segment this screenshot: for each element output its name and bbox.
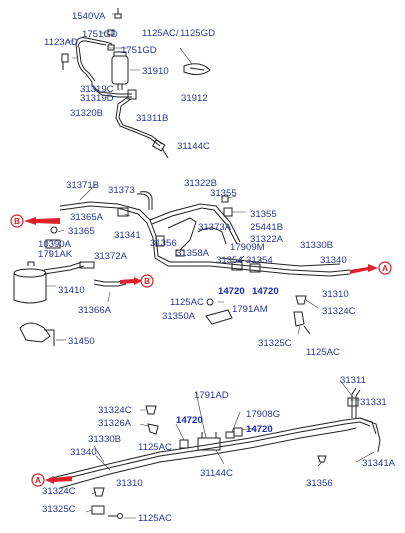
label-1125AC-bot2: 1125AC bbox=[138, 513, 172, 524]
middle-fuel-lines bbox=[13, 183, 246, 346]
label-31373: 31373 bbox=[108, 185, 135, 196]
marker-b-left: B bbox=[10, 214, 60, 228]
marker-a-left: A bbox=[31, 473, 72, 487]
label-31324C-bot2: 31324C bbox=[42, 486, 76, 497]
label-1751GD-a: 1751GD bbox=[82, 29, 118, 40]
label-1125AC-mid2: 1125AC bbox=[306, 347, 340, 358]
label-31410: 31410 bbox=[58, 285, 85, 296]
label-31371B: 31371B bbox=[66, 180, 99, 191]
label-1123AD: 1123AD bbox=[44, 37, 78, 48]
label-31340-bot: 31340 bbox=[70, 447, 97, 458]
label-1791AM: 1791AM bbox=[232, 304, 268, 315]
svg-text:B: B bbox=[14, 217, 20, 226]
label-31365: 31365 bbox=[68, 226, 95, 237]
label-31144C-top: 31144C bbox=[177, 141, 210, 152]
label-25441B: 25441B bbox=[250, 222, 283, 233]
label-1125AC-top: 1125AC bbox=[142, 28, 176, 39]
label-31144C-bot: 31144C bbox=[200, 468, 233, 479]
label-31319D: 31319D bbox=[80, 93, 114, 104]
svg-text:B: B bbox=[144, 277, 150, 286]
label-31325C-bot: 31325C bbox=[42, 504, 76, 515]
label-31354-b: 31354 bbox=[246, 255, 273, 266]
label-31330B-mid: 31330B bbox=[300, 240, 333, 251]
label-31319C: 31319C bbox=[80, 84, 114, 95]
label-1540VA: 1540VA bbox=[72, 11, 106, 22]
label-31322A: 31322A bbox=[250, 234, 284, 245]
svg-text:A: A bbox=[35, 476, 41, 485]
part-labels: 1540VA 1123AD 1751GD 1751GD 1125AC / 112… bbox=[38, 11, 396, 524]
label-31310-bot: 31310 bbox=[116, 478, 143, 489]
label-31356-mid: 31356 bbox=[150, 238, 177, 249]
label-31340-mid: 31340 bbox=[320, 255, 347, 266]
label-31320B: 31320B bbox=[70, 108, 103, 119]
label-14720-a: 14720 bbox=[218, 286, 245, 297]
label-31354-a: 31354 bbox=[216, 255, 243, 266]
label-31330B-bot: 31330B bbox=[88, 434, 121, 445]
reference-markers: B B A A bbox=[10, 214, 392, 487]
label-31355-b: 31355 bbox=[250, 209, 277, 220]
label-14720-d: 14720 bbox=[246, 424, 273, 435]
label-31450: 31450 bbox=[68, 336, 95, 347]
bottom-fuel-lines bbox=[51, 379, 381, 519]
label-14720-b: 14720 bbox=[252, 286, 279, 297]
label-31366A: 31366A bbox=[78, 305, 112, 316]
label-31311: 31311 bbox=[340, 375, 366, 386]
label-31311B: 31311B bbox=[136, 113, 168, 124]
label-31910: 31910 bbox=[142, 66, 169, 77]
marker-b-mid: B bbox=[120, 274, 154, 288]
label-31326A: 31326A bbox=[98, 418, 132, 429]
svg-text:A: A bbox=[382, 264, 388, 273]
label-31372A: 31372A bbox=[94, 251, 128, 262]
label-slash: / bbox=[176, 28, 179, 39]
label-1791AK: 1791AK bbox=[38, 249, 73, 260]
vapor-hose-assembly bbox=[61, 8, 211, 159]
label-31310-mid: 31310 bbox=[322, 289, 349, 300]
label-31356-bot: 31356 bbox=[306, 478, 333, 489]
label-1125AC-mid: 1125AC bbox=[170, 297, 204, 308]
label-31358A: 31358A bbox=[176, 248, 210, 259]
label-17908G: 17908G bbox=[246, 409, 280, 420]
label-31331: 31331 bbox=[360, 397, 387, 408]
label-31355-a: 31355 bbox=[210, 188, 237, 199]
label-1125AC-bot: 1125AC bbox=[138, 442, 172, 453]
label-31324C-bot: 31324C bbox=[98, 405, 132, 416]
label-1125GD: 1125GD bbox=[180, 28, 215, 39]
label-31322B: 31322B bbox=[184, 178, 217, 189]
label-31324C-mid: 31324C bbox=[322, 306, 356, 317]
label-31341A: 31341A bbox=[362, 458, 396, 469]
label-17909M: 17909M bbox=[230, 242, 265, 253]
middle-rear-lines bbox=[205, 255, 351, 335]
label-1791AD: 1791AD bbox=[194, 390, 229, 401]
label-31912: 31912 bbox=[181, 93, 208, 104]
label-31373A: 31373A bbox=[198, 222, 232, 233]
label-10390A: 10390A bbox=[38, 239, 72, 250]
label-1751GD-b: 1751GD bbox=[121, 45, 157, 56]
label-31365A: 31365A bbox=[70, 212, 104, 223]
label-31341: 31341 bbox=[114, 230, 141, 241]
marker-a-right: A bbox=[350, 261, 392, 275]
label-31350A: 31350A bbox=[162, 311, 196, 322]
label-31325C-mid: 31325C bbox=[258, 338, 292, 349]
label-14720-c: 14720 bbox=[176, 415, 203, 426]
